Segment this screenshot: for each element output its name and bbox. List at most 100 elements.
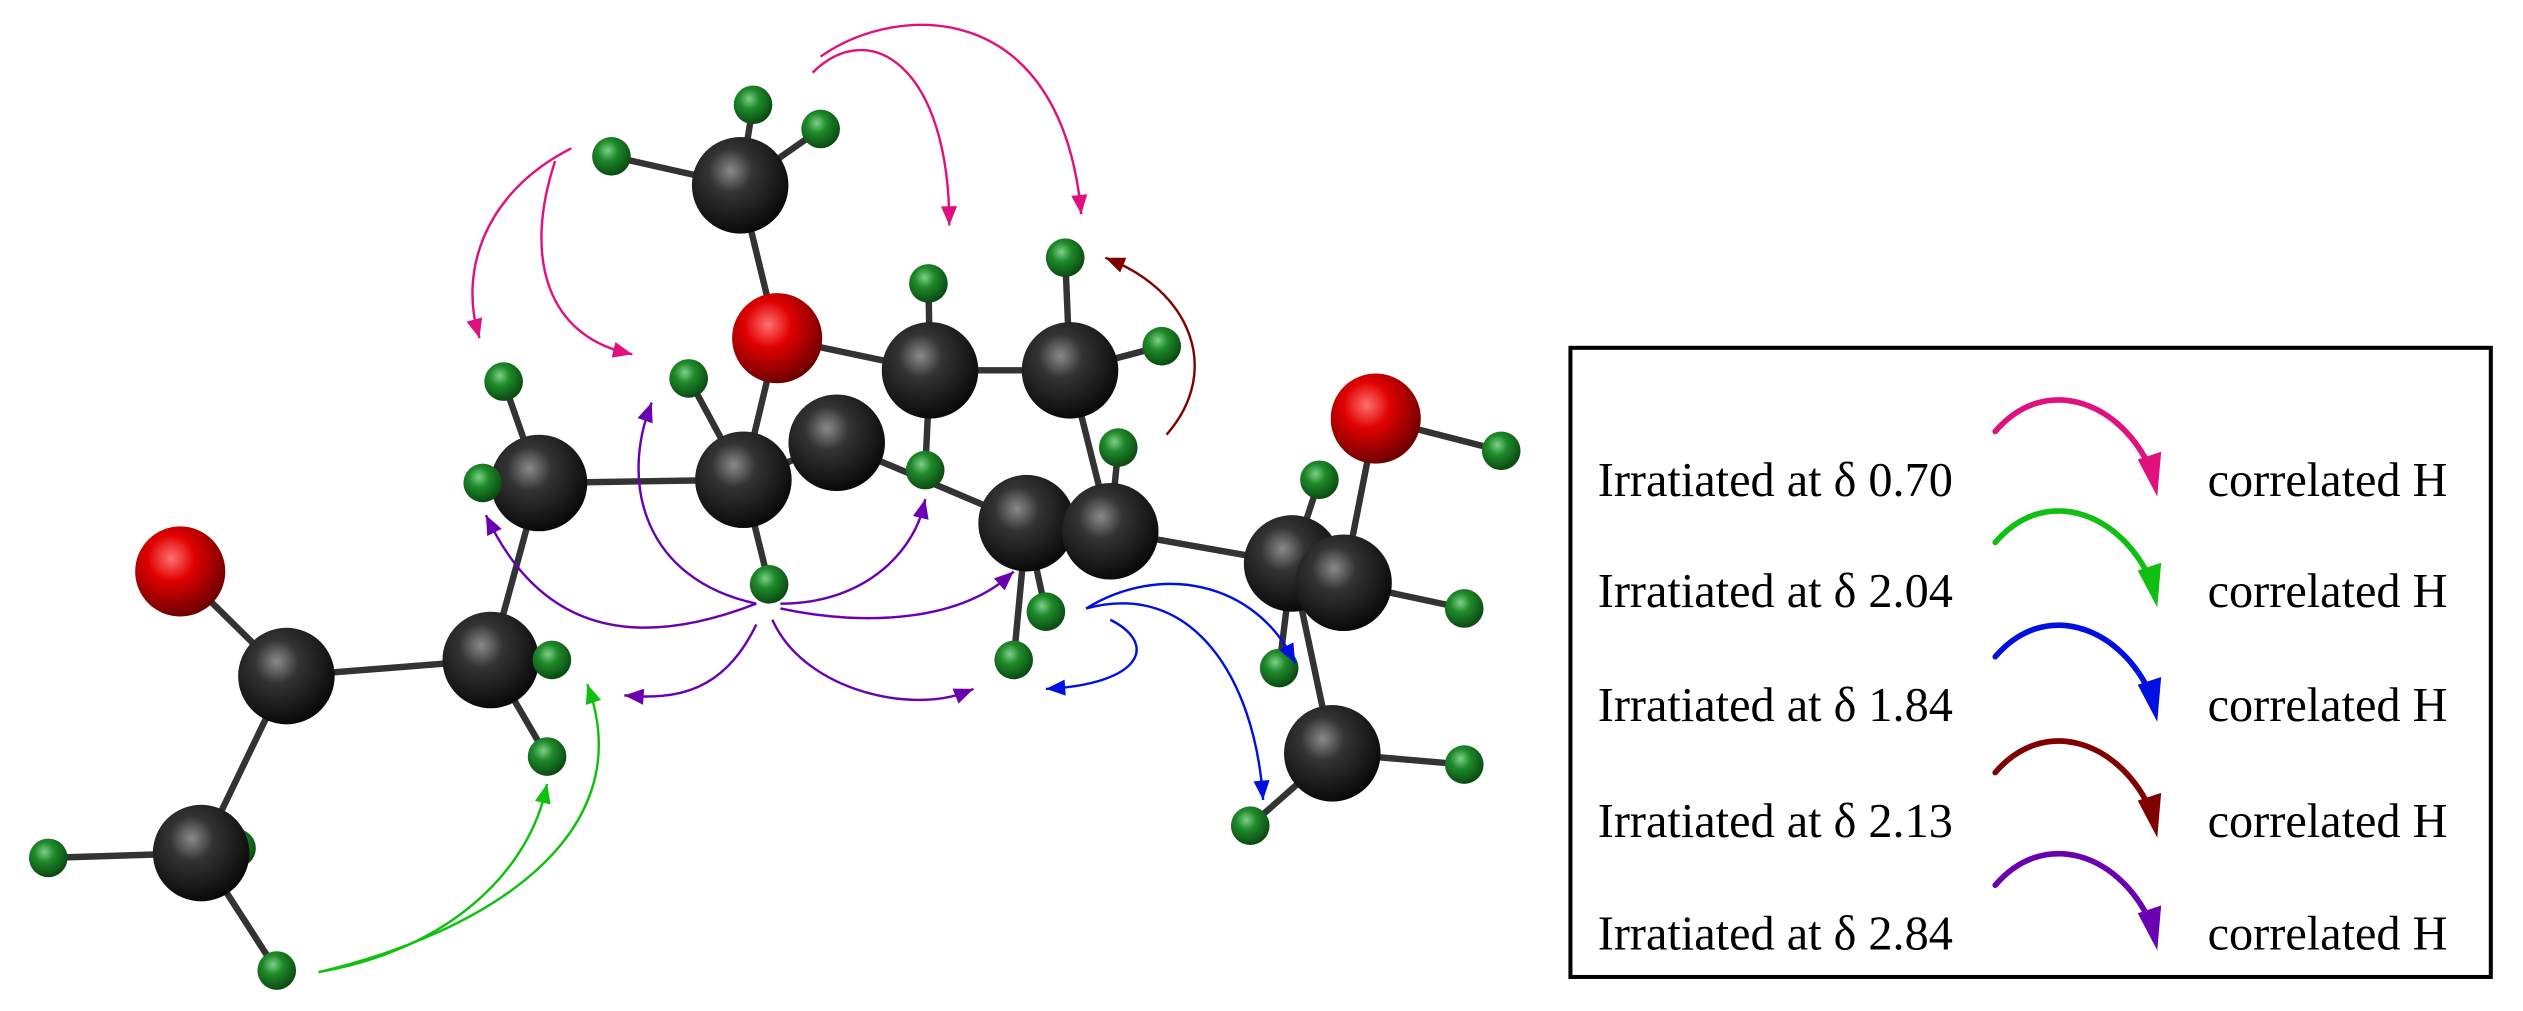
carbon-atom bbox=[881, 322, 979, 419]
legend-label: Irratiated at δ 0.70 bbox=[1598, 454, 1953, 507]
hydrogen-atom bbox=[909, 264, 948, 303]
arrowhead-icon bbox=[1105, 257, 1127, 273]
hydrogen-atom bbox=[749, 565, 789, 604]
carbon-atom bbox=[442, 611, 540, 709]
hydrogen-atom bbox=[257, 951, 297, 990]
legend-label: Irratiated at δ 2.13 bbox=[1598, 795, 1953, 848]
hydrogen-atom bbox=[1026, 592, 1066, 632]
legend-arrow-icon bbox=[1992, 850, 2151, 921]
legend-arrow-icon bbox=[1992, 397, 2151, 467]
correlation-arrow bbox=[471, 147, 572, 339]
arrowhead-icon bbox=[1071, 194, 1088, 215]
hydrogen-atom bbox=[527, 737, 567, 776]
hydrogen-atom bbox=[1481, 431, 1521, 471]
oxygen-atom bbox=[732, 293, 823, 384]
hydrogen-atom bbox=[1045, 238, 1085, 278]
hydrogen-atom bbox=[1098, 428, 1138, 467]
correlation-arrow bbox=[771, 619, 975, 701]
arrowhead-icon bbox=[534, 783, 551, 805]
oxygen-atom bbox=[1330, 373, 1421, 464]
legend-result: correlated H bbox=[2208, 679, 2448, 732]
arrowhead-icon bbox=[1279, 642, 1296, 664]
arrowhead-icon bbox=[637, 402, 653, 424]
correlation-arrow bbox=[637, 402, 757, 605]
correlation-arrow bbox=[780, 498, 927, 605]
legend-row: Irratiated at δ 2.84 correlated H bbox=[1598, 850, 2448, 961]
carbon-atom bbox=[691, 137, 789, 234]
hydrogen-atom bbox=[1230, 806, 1270, 846]
hydrogen-atom bbox=[592, 137, 631, 176]
legend-row: Irratiated at δ 1.84 correlated H bbox=[1598, 622, 2448, 732]
arrowhead-icon bbox=[912, 499, 929, 520]
legend-label: Irratiated at δ 2.04 bbox=[1598, 565, 1953, 618]
hydrogen-atom bbox=[484, 362, 523, 401]
legend-arrow-icon bbox=[1992, 738, 2151, 808]
correlation-arrows bbox=[318, 23, 1297, 974]
hydrogen-atom bbox=[532, 640, 572, 680]
correlation-arrow bbox=[1104, 256, 1196, 436]
legend-result: correlated H bbox=[2208, 795, 2448, 848]
hydrogen-atom bbox=[669, 359, 708, 398]
legend-result: correlated H bbox=[2208, 908, 2448, 961]
correlation-arrow bbox=[1085, 602, 1265, 801]
legend-arrowhead-icon bbox=[2137, 676, 2162, 722]
arrowhead-icon bbox=[624, 688, 645, 705]
hydrogen-atom bbox=[994, 640, 1034, 680]
legend-box bbox=[1568, 345, 2493, 979]
hydrogen-atom bbox=[1444, 589, 1484, 628]
carbon-atom bbox=[1021, 322, 1119, 419]
arrowhead-icon bbox=[1253, 780, 1270, 800]
hydrogen-atom bbox=[1142, 326, 1182, 366]
carbon-atom bbox=[788, 394, 885, 492]
hydrogen-atom bbox=[801, 109, 840, 149]
legend-arrowhead-icon bbox=[2137, 562, 2162, 608]
legend-arrowhead-icon bbox=[2137, 451, 2162, 497]
arrowhead-icon bbox=[611, 341, 633, 358]
correlation-arrow bbox=[819, 23, 1083, 215]
correlation-arrow bbox=[318, 683, 600, 974]
arrowhead-icon bbox=[993, 571, 1014, 591]
oxygen-atom bbox=[135, 526, 226, 617]
hydrogen-atom bbox=[1300, 460, 1339, 500]
carbon-atom bbox=[1284, 705, 1381, 802]
carbon-atom bbox=[695, 431, 792, 529]
hydrogen-atom bbox=[1444, 745, 1484, 784]
correlation-arrow bbox=[811, 48, 951, 226]
carbon-atom bbox=[490, 434, 588, 532]
correlation-arrow bbox=[624, 624, 758, 698]
arrowhead-icon bbox=[485, 515, 502, 537]
correlation-arrow bbox=[484, 514, 757, 629]
correlation-arrow bbox=[1045, 618, 1138, 691]
arrowhead-icon bbox=[941, 206, 958, 226]
arrowhead-icon bbox=[1045, 679, 1066, 696]
arrowhead-icon bbox=[466, 317, 483, 339]
legend-row: Irratiated at δ 2.13 correlated H bbox=[1598, 738, 2448, 848]
carbon-atom bbox=[238, 627, 335, 725]
hydrogen-atom bbox=[1259, 648, 1299, 688]
legend-arrowhead-icon bbox=[2137, 905, 2162, 951]
legend-row: Irratiated at δ 2.04 correlated H bbox=[1598, 508, 2448, 618]
legend-arrow-icon bbox=[1992, 622, 2151, 692]
carbon-atom bbox=[978, 474, 1075, 572]
legend-arrowhead-icon bbox=[2137, 792, 2162, 838]
hydrogen-atom bbox=[463, 463, 503, 503]
legend-label: Irratiated at δ 2.84 bbox=[1598, 908, 1953, 961]
arrowhead-icon bbox=[585, 684, 602, 705]
legend-arrow-icon bbox=[1992, 508, 2151, 578]
correlation-arrow bbox=[780, 570, 1015, 620]
hydrogen-atom bbox=[905, 450, 945, 490]
legend-result: correlated H bbox=[2208, 454, 2448, 507]
correlation-arrow bbox=[1085, 582, 1297, 664]
legend-label: Irratiated at δ 1.84 bbox=[1598, 679, 1953, 732]
hydrogen-atom bbox=[28, 838, 68, 878]
carbon-atom bbox=[152, 804, 250, 902]
hydrogen-atom bbox=[733, 85, 773, 125]
legend-row: Irratiated at δ 0.70 correlated H bbox=[1598, 397, 2448, 507]
carbon-atom bbox=[1295, 534, 1392, 632]
correlation-arrow bbox=[540, 160, 633, 356]
correlation-arrow bbox=[318, 783, 549, 974]
legend-result: correlated H bbox=[2208, 565, 2448, 618]
molecule-model bbox=[28, 85, 1521, 990]
